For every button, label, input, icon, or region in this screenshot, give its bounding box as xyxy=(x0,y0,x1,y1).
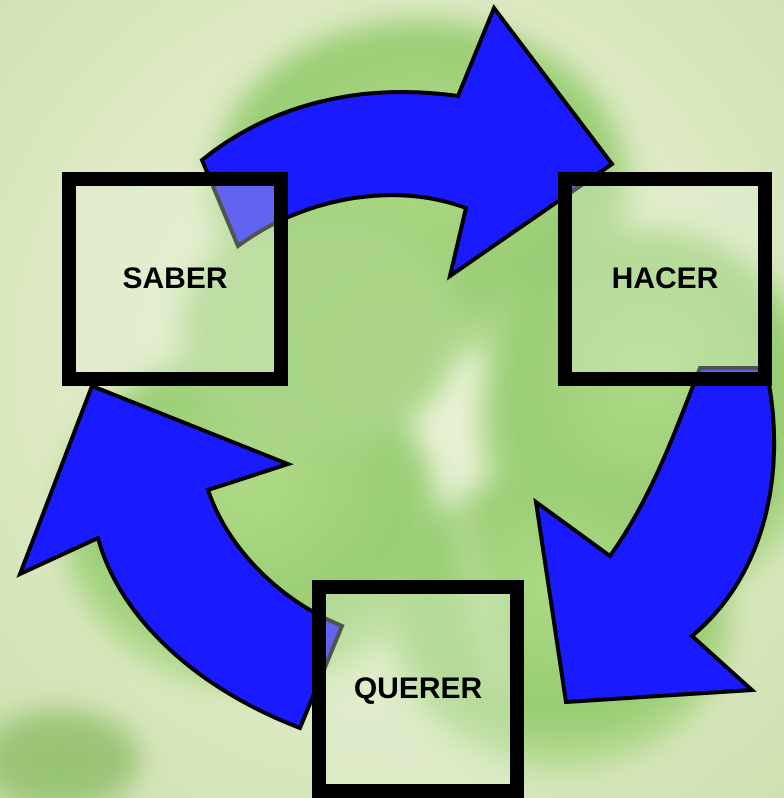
arrow-saber-to-hacer xyxy=(199,3,615,281)
arrow-hacer-to-querer xyxy=(533,366,777,705)
node-querer: QUERER xyxy=(312,580,524,798)
node-hacer-label: HACER xyxy=(611,262,719,295)
node-hacer: HACER xyxy=(558,172,772,386)
arrow-querer-to-saber xyxy=(16,383,345,731)
node-saber-label: SABER xyxy=(122,262,228,295)
node-saber: SABER xyxy=(62,172,288,386)
node-querer-label: QUERER xyxy=(353,672,483,705)
